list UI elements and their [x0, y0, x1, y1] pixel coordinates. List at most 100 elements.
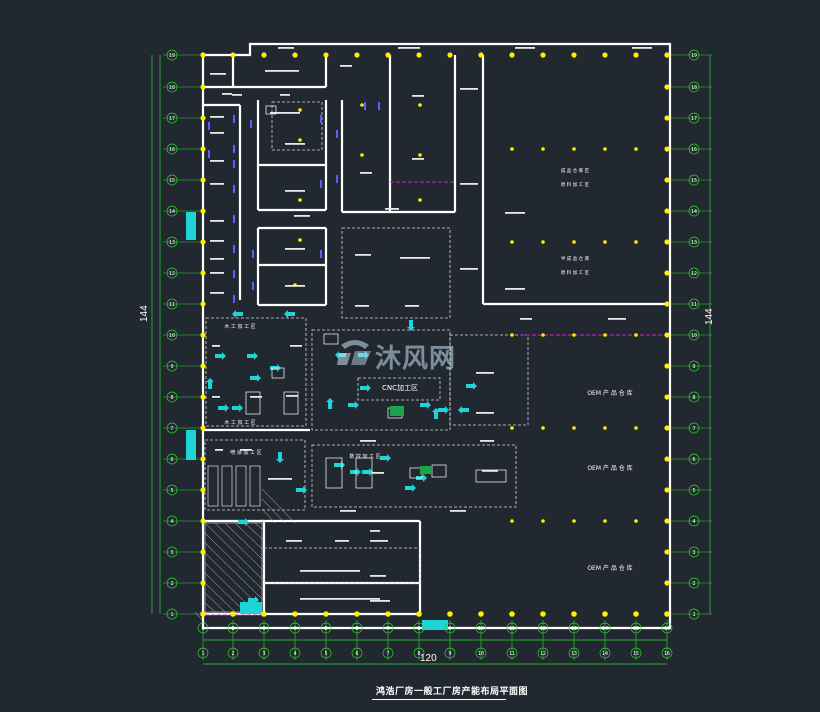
flow-arrow — [238, 518, 249, 526]
flow-arrow — [358, 351, 369, 359]
axis-bubble — [351, 647, 363, 659]
column-dot — [200, 208, 206, 214]
flow-arrow — [405, 484, 416, 492]
column-dot — [572, 519, 576, 523]
axis-bubble — [166, 81, 178, 93]
annotation-mark — [505, 288, 525, 290]
flow-arrow — [218, 404, 229, 412]
door-marker — [233, 145, 235, 153]
annotation-mark — [300, 570, 360, 572]
column-dot — [261, 52, 267, 58]
column-dot — [664, 52, 670, 58]
flow-arrow — [380, 454, 391, 462]
column-dot — [603, 147, 607, 151]
annotation-mark — [210, 240, 224, 242]
annotation-mark — [280, 94, 290, 96]
axis-bubble — [688, 546, 700, 558]
axis-bubble-label: 10 — [478, 626, 484, 632]
axis-bubble-label: 15 — [633, 626, 639, 632]
axis-bubble-label: 16 — [664, 651, 670, 657]
hatch-line — [204, 592, 226, 613]
axis-bubble — [688, 236, 700, 248]
hatched-area — [194, 488, 296, 624]
flow-arrow — [247, 352, 258, 360]
annotation-mark — [210, 258, 224, 260]
axis-bubble-label: 1 — [692, 612, 695, 618]
machine-box — [265, 105, 277, 115]
door-marker — [233, 245, 235, 253]
annotation-mark — [360, 440, 376, 442]
width-dimension: 120 — [420, 653, 437, 664]
axis-bubble — [599, 647, 611, 659]
annotation-mark — [632, 47, 652, 49]
axis-bubble — [382, 647, 394, 659]
axis-bubble — [166, 453, 178, 465]
axis-bubble — [568, 622, 580, 634]
annotation-mark — [340, 510, 356, 512]
annotation-mark — [285, 248, 305, 250]
annotation-mark — [210, 116, 224, 118]
axis-bubble — [688, 484, 700, 496]
door-marker — [336, 175, 338, 183]
axis-bubble — [166, 577, 178, 589]
axis-bubble-label: 16 — [664, 626, 670, 632]
axis-bubble — [197, 622, 209, 634]
room-label-oem-1: OEM 产 品 仓 库 — [587, 389, 632, 397]
axis-bubble-label: 18 — [169, 85, 175, 91]
annotation-mark — [398, 47, 420, 49]
axis-bubble-label: 5 — [170, 488, 173, 494]
axis-bubble-label: 11 — [509, 626, 515, 632]
axis-bubble — [166, 112, 178, 124]
axis-bubble-label: 13 — [169, 240, 175, 246]
column-dot — [200, 394, 206, 400]
column-dot — [200, 332, 206, 338]
column-dot — [664, 177, 670, 183]
flow-arrows — [186, 212, 477, 630]
annotation-mark — [476, 372, 494, 374]
annotation-mark — [212, 345, 220, 347]
column-dot — [572, 426, 576, 430]
annotation-mark — [215, 449, 223, 451]
axis-bubble-label: 3 — [170, 550, 173, 556]
flow-arrow — [438, 406, 449, 414]
column-dot — [541, 519, 545, 523]
annotation-mark — [212, 396, 220, 398]
axis-bubble-label: 18 — [691, 85, 697, 91]
axis-bubble — [688, 453, 700, 465]
column-dot — [200, 52, 206, 58]
column-dot — [664, 270, 670, 276]
storage-rack — [221, 465, 233, 507]
annotation-mark — [340, 65, 352, 67]
column-dot — [664, 518, 670, 524]
annotation-mark — [210, 272, 224, 274]
axis-bubble-label: 5 — [692, 488, 695, 494]
annotation-mark — [270, 112, 300, 114]
column-dot — [510, 147, 514, 151]
axis-bubble-label: 1 — [201, 626, 204, 632]
axis-bubble — [688, 143, 700, 155]
annotation-mark — [210, 183, 224, 185]
hatch-line — [204, 532, 263, 590]
annotation-mark — [278, 47, 294, 49]
column-dot — [510, 333, 514, 337]
storage-rack — [207, 465, 219, 507]
axis-bubble — [630, 622, 642, 634]
axis-bubble-label: 14 — [602, 626, 608, 632]
axis-bubble-label: 8 — [170, 395, 173, 401]
axis-bubble — [166, 515, 178, 527]
column-dot — [200, 518, 206, 524]
column-dot — [664, 611, 670, 617]
axis-bubble — [688, 205, 700, 217]
annotation-mark — [370, 530, 380, 532]
annotation-mark — [460, 88, 478, 90]
axis-bubble — [537, 622, 549, 634]
axis-bubble — [688, 515, 700, 527]
machine-box — [475, 469, 507, 483]
column-dot — [230, 52, 236, 58]
axis-bubble-label: 12 — [540, 626, 546, 632]
axis-bubble — [166, 298, 178, 310]
hatch-line — [214, 522, 263, 570]
axis-bubble — [258, 622, 270, 634]
axis-bubble-label: 17 — [169, 116, 175, 122]
